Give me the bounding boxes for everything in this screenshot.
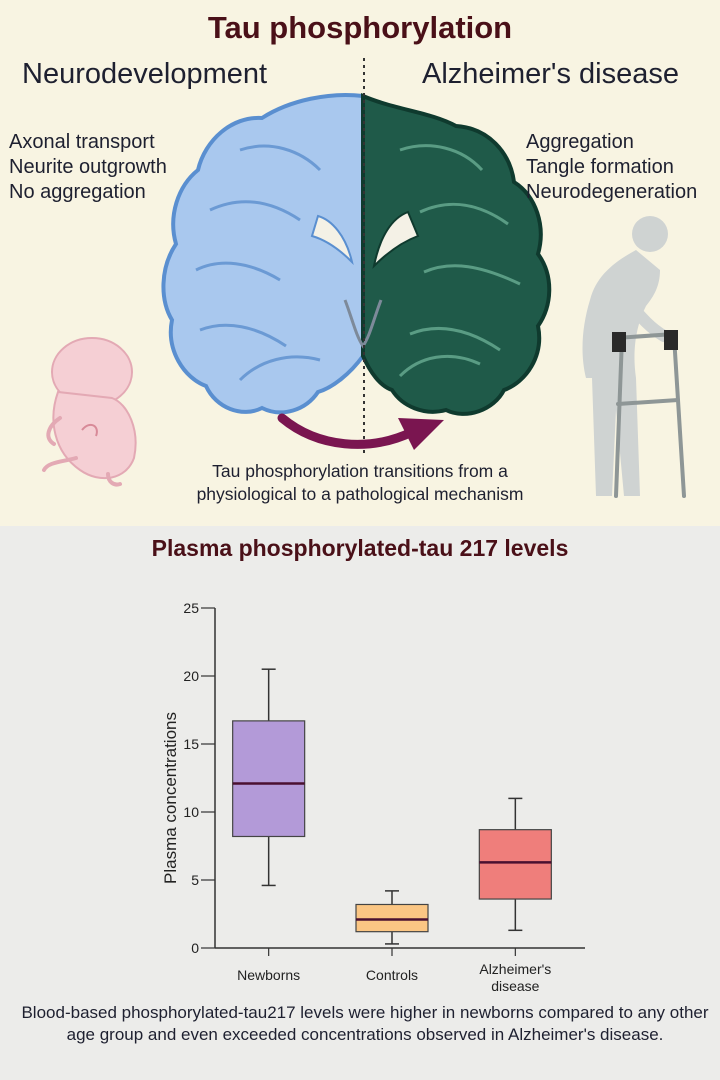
diseased-brain-half — [361, 92, 552, 416]
y-tick-label: 15 — [183, 736, 199, 752]
elderly-person-with-walker-illustration — [582, 216, 686, 498]
list-item: Neurite outgrowth — [9, 156, 167, 178]
chart-title: Plasma phosphorylated-tau 217 levels — [151, 535, 569, 561]
y-tick-label: 25 — [183, 600, 199, 616]
transition-caption: Tau phosphorylation transitions from a p… — [130, 460, 590, 506]
curved-arrow-icon — [277, 413, 444, 450]
healthy-brain-ventricle — [310, 214, 354, 266]
fetus-cord — [81, 423, 98, 437]
fetus-limb — [42, 416, 122, 487]
diseased-brain-inner-fold — [398, 144, 521, 378]
brain-illustration — [161, 92, 552, 416]
y-axis-label: Plasma concentrations — [161, 712, 180, 884]
chart-boxes — [232, 668, 552, 945]
list-item: Neurodegeneration — [526, 181, 698, 203]
box-iqr — [478, 829, 552, 900]
y-tick-label: 0 — [191, 940, 199, 956]
alzheimers-heading: Alzheimer's disease — [422, 58, 679, 90]
chart-footnote: Blood-based phosphorylated-tau217 levels… — [21, 1003, 709, 1044]
box-group — [355, 890, 429, 945]
main-title: Tau phosphorylation — [207, 10, 513, 45]
y-tick-label: 10 — [183, 804, 199, 820]
fetus-illustration — [42, 337, 137, 487]
y-tick-label: 5 — [191, 872, 199, 888]
x-tick-label: Controls — [366, 967, 418, 983]
x-tick-label: Newborns — [237, 967, 300, 983]
neurodevelopment-list: Axonal transport Neurite outgrowth No ag… — [9, 130, 167, 205]
box-group — [232, 668, 306, 887]
list-item: Aggregation — [526, 131, 634, 153]
caption-line: Tau phosphorylation transitions from a — [212, 461, 508, 481]
box-group — [478, 797, 552, 932]
neurodevelopment-heading: Neurodevelopment — [22, 58, 268, 90]
healthy-brain-inner-fold — [195, 144, 322, 382]
diseased-brain-ventricle — [372, 210, 420, 270]
box-iqr — [355, 903, 429, 933]
y-tick-label: 20 — [183, 668, 199, 684]
illustration-layer — [42, 58, 686, 498]
list-item: Tangle formation — [526, 156, 674, 178]
caption-line: physiological to a pathological mechanis… — [196, 484, 524, 504]
list-item: No aggregation — [9, 181, 146, 203]
bottom-panel — [0, 526, 720, 1080]
healthy-brain-half — [161, 92, 365, 415]
box-iqr — [232, 720, 306, 838]
alzheimers-list: Aggregation Tangle formation Neurodegene… — [526, 130, 697, 205]
list-item: Axonal transport — [9, 131, 155, 153]
